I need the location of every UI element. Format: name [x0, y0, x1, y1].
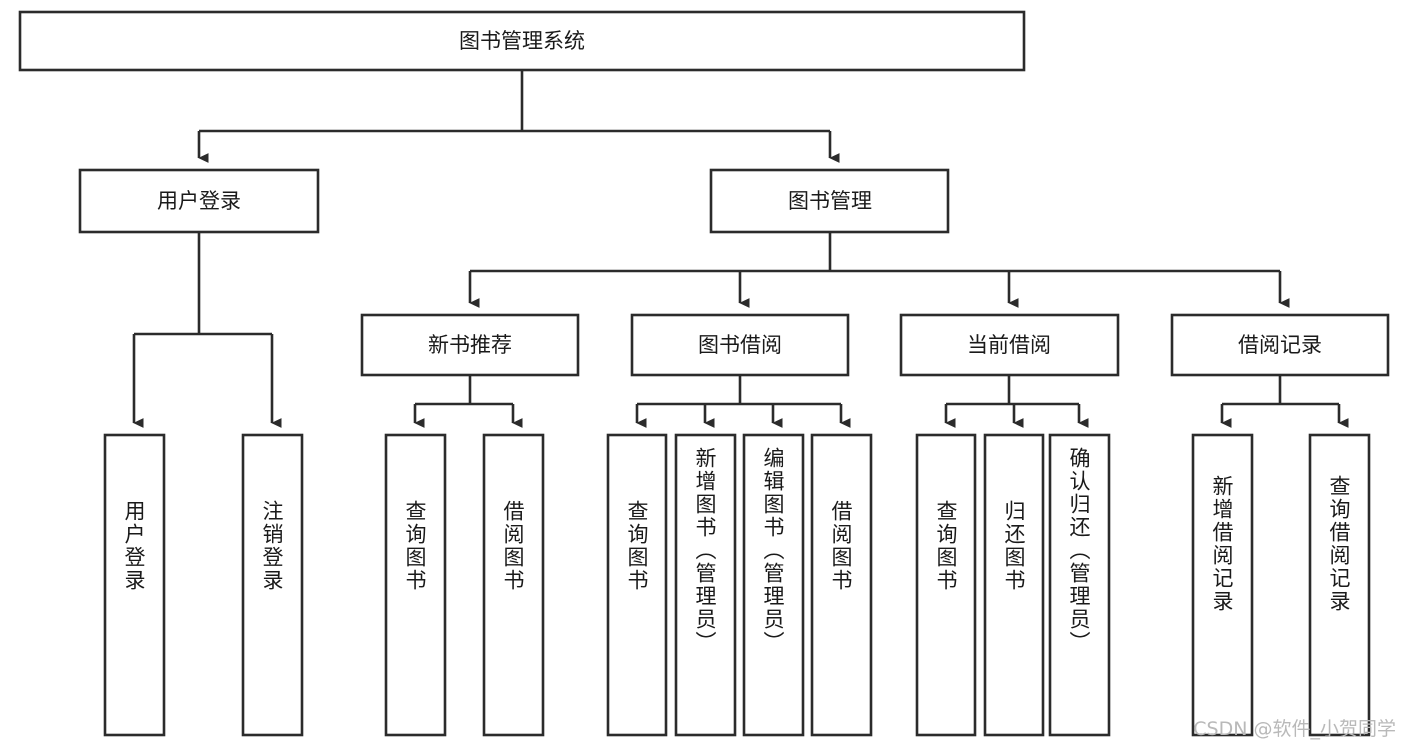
leaf-recommend-borrow-book-box[interactable] [482, 433, 545, 737]
node-root-box[interactable] [18, 10, 1026, 72]
node-new-book-recommend[interactable]: 新书推荐 [360, 313, 580, 377]
node-book-management-label: 图书管理 [788, 189, 872, 213]
leaf-user-login-box[interactable] [103, 433, 166, 737]
leaf-borrow-borrow-book-box[interactable] [810, 433, 873, 737]
leaf-borrow-add-book-box[interactable] [674, 433, 737, 737]
node-new-book-recommend-label: 新书推荐 [428, 333, 512, 357]
node-borrow-record[interactable]: 借阅记录 [1170, 313, 1390, 377]
leaf-recommend-borrow-book-label: 借阅图书 [501, 500, 525, 592]
node-book-borrow[interactable]: 图书借阅 [630, 313, 850, 377]
leaf-current-return-book-box[interactable] [983, 433, 1045, 737]
leaf-record-add-label: 新增借阅记录 [1210, 475, 1234, 613]
node-root[interactable]: 图书管理系统 [18, 10, 1026, 72]
leaf-current-query-book-label: 查询图书 [934, 500, 958, 592]
node-current-borrow[interactable]: 当前借阅 [899, 313, 1120, 377]
leaf-record-query-label: 查询借阅记录 [1327, 475, 1351, 613]
leaf-borrow-edit-book-label: 编辑图书（管理员） [761, 447, 785, 654]
node-borrow-record-label: 借阅记录 [1238, 333, 1322, 357]
leaf-borrow-borrow-book-label: 借阅图书 [829, 500, 853, 592]
leaf-borrow-query-book-box[interactable] [606, 433, 668, 737]
leaf-borrow-add-book-label: 新增图书（管理员） [693, 447, 717, 654]
leaf-user-login[interactable]: 用户登录 [103, 433, 166, 737]
leaf-logout-box[interactable] [241, 433, 304, 737]
leaf-current-return-book[interactable]: 归还图书 [983, 433, 1045, 737]
leaf-logout[interactable]: 注销登录 [241, 433, 304, 737]
leaf-recommend-query-book-label: 查询图书 [403, 500, 427, 592]
leaf-current-confirm-return-box[interactable] [1048, 433, 1111, 737]
node-current-borrow-box[interactable] [899, 313, 1120, 377]
node-user-login[interactable]: 用户登录 [78, 168, 320, 234]
leaf-record-query[interactable]: 查询借阅记录 [1308, 433, 1371, 737]
leaf-recommend-borrow-book[interactable]: 借阅图书 [482, 433, 545, 737]
leaf-borrow-edit-book[interactable]: 编辑图书（管理员） [742, 433, 805, 737]
node-user-login-label: 用户登录 [157, 189, 241, 213]
leaf-current-query-book[interactable]: 查询图书 [915, 433, 977, 737]
leaf-current-query-book-box[interactable] [915, 433, 977, 737]
node-book-management-box[interactable] [709, 168, 950, 234]
leaf-record-add-box[interactable] [1191, 433, 1254, 737]
leaf-logout-label: 注销登录 [260, 500, 284, 592]
leaf-current-confirm-return[interactable]: 确认归还（管理员） [1048, 433, 1111, 737]
leaf-current-confirm-return-label: 确认归还（管理员） [1067, 447, 1091, 654]
node-current-borrow-label: 当前借阅 [967, 333, 1051, 357]
leaf-user-login-label: 用户登录 [122, 500, 146, 592]
node-new-book-recommend-box[interactable] [360, 313, 580, 377]
leaf-borrow-add-book[interactable]: 新增图书（管理员） [674, 433, 737, 737]
csdn-watermark: CSDN @软件_小贺同学 [1193, 718, 1396, 740]
leaf-current-return-book-label: 归还图书 [1002, 500, 1026, 592]
leaf-record-query-box[interactable] [1308, 433, 1371, 737]
node-book-management[interactable]: 图书管理 [709, 168, 950, 234]
node-book-borrow-label: 图书借阅 [698, 333, 782, 357]
node-user-login-box[interactable] [78, 168, 320, 234]
leaf-recommend-query-book-box[interactable] [384, 433, 447, 737]
connector-layer [132, 70, 1349, 428]
leaf-record-add[interactable]: 新增借阅记录 [1191, 433, 1254, 737]
leaf-borrow-query-book-label: 查询图书 [625, 500, 649, 592]
leaf-borrow-borrow-book[interactable]: 借阅图书 [810, 433, 873, 737]
leaf-borrow-query-book[interactable]: 查询图书 [606, 433, 668, 737]
leaf-recommend-query-book[interactable]: 查询图书 [384, 433, 447, 737]
node-book-borrow-box[interactable] [630, 313, 850, 377]
node-root-label: 图书管理系统 [459, 29, 585, 53]
leaf-borrow-edit-book-box[interactable] [742, 433, 805, 737]
node-borrow-record-box[interactable] [1170, 313, 1390, 377]
